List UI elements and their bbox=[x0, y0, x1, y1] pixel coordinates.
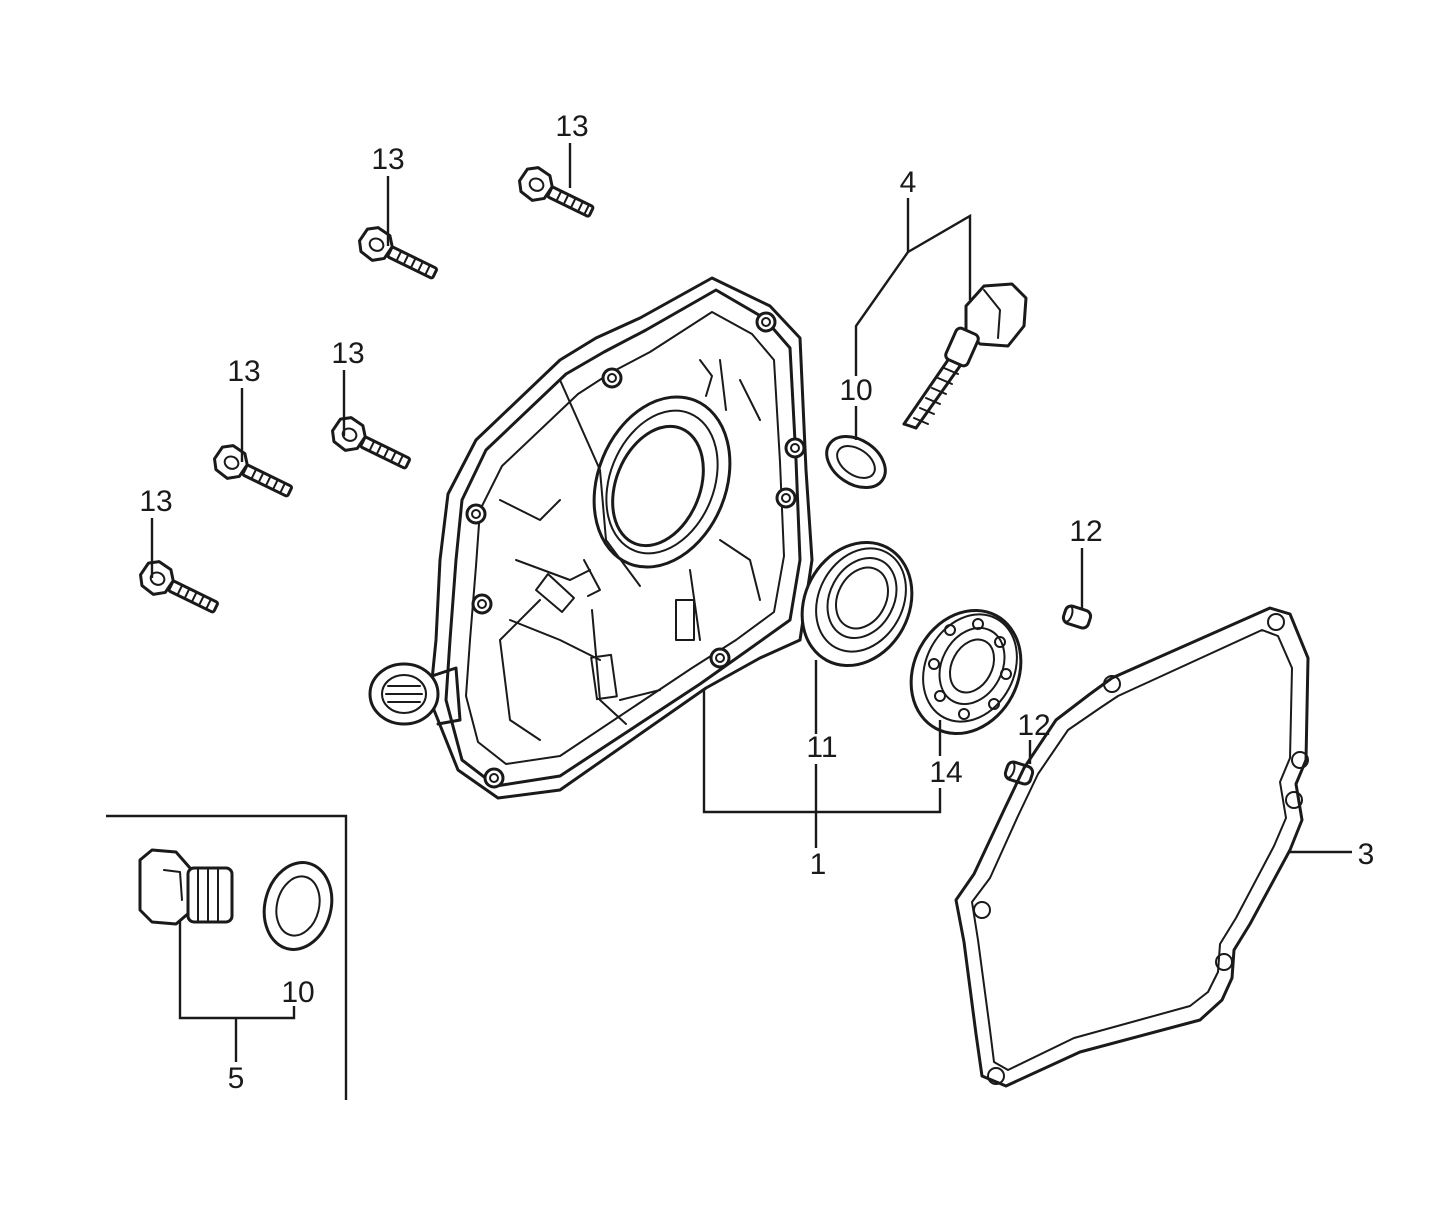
sealing-washer bbox=[262, 861, 334, 951]
flange-bolt bbox=[518, 166, 595, 218]
crankcase-cover bbox=[368, 276, 814, 800]
callout-5: 5 bbox=[228, 1062, 245, 1095]
dowel-pin bbox=[1061, 604, 1093, 630]
callout-13: 13 bbox=[331, 337, 364, 370]
flange-bolt bbox=[331, 416, 411, 470]
callout-13: 13 bbox=[555, 110, 588, 143]
oil-seal bbox=[825, 434, 887, 490]
callout-10: 10 bbox=[281, 976, 314, 1009]
oil-drain-plug bbox=[138, 848, 234, 926]
flange-bolt bbox=[213, 444, 293, 498]
callout-10: 10 bbox=[839, 374, 872, 407]
crankshaft-oil-seal bbox=[800, 540, 914, 668]
ball-bearing bbox=[909, 608, 1023, 736]
flange-bolt bbox=[358, 226, 438, 280]
leader-lines bbox=[150, 143, 1352, 1062]
flange-bolt bbox=[139, 560, 219, 614]
callout-12: 12 bbox=[1069, 515, 1102, 548]
case-cover-gasket bbox=[954, 606, 1310, 1088]
callout-13: 13 bbox=[371, 143, 404, 176]
callout-13: 13 bbox=[227, 355, 260, 388]
callout-labels: 13 13 13 13 13 4 10 12 12 11 14 1 3 10 5 bbox=[139, 110, 1374, 1095]
inset-frame bbox=[106, 814, 348, 1100]
flange-bolt-group bbox=[139, 166, 595, 614]
oil-dipstick bbox=[902, 282, 1028, 430]
callout-12: 12 bbox=[1017, 709, 1050, 742]
callout-13: 13 bbox=[139, 485, 172, 518]
callout-4: 4 bbox=[900, 166, 917, 199]
callout-3: 3 bbox=[1358, 838, 1375, 871]
callout-1: 1 bbox=[810, 848, 827, 881]
callout-11: 11 bbox=[806, 731, 837, 764]
callout-14: 14 bbox=[929, 756, 962, 789]
